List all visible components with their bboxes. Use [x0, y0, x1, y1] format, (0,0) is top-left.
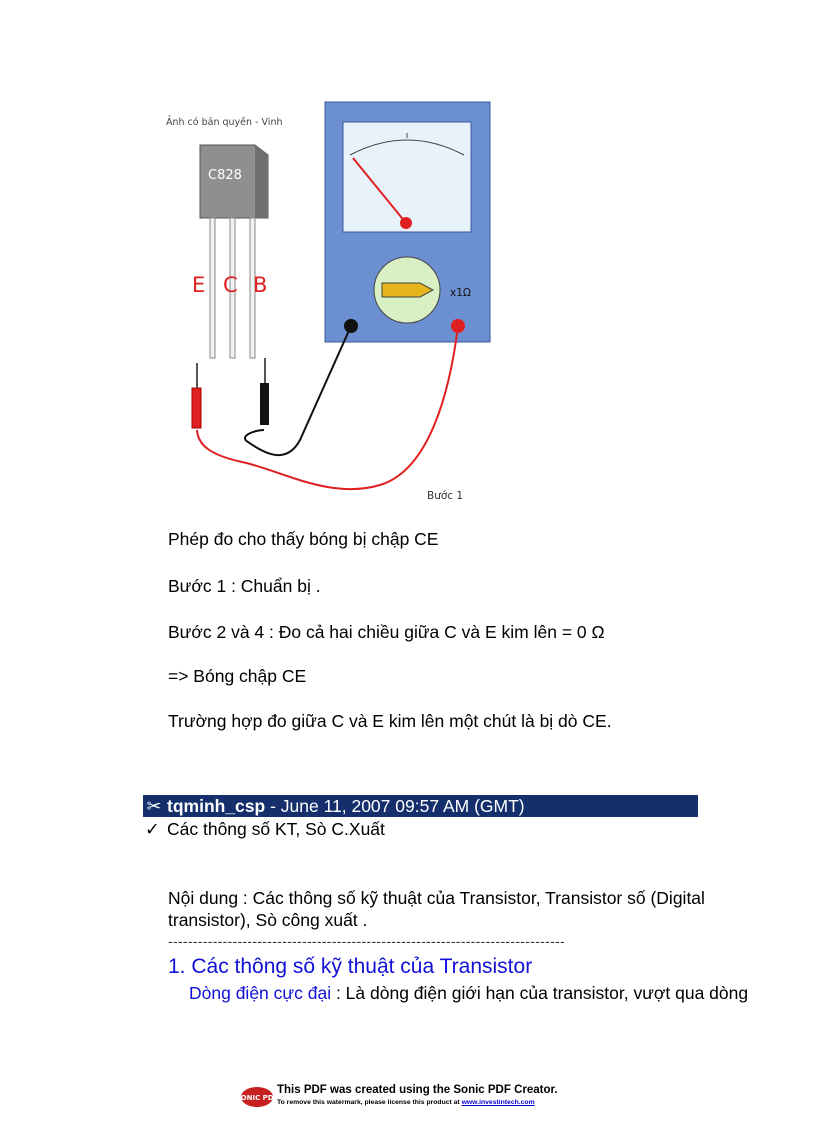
range-label: x1Ω — [450, 287, 471, 299]
pin-c-leg — [229, 217, 236, 359]
needle-pivot — [400, 217, 412, 229]
paragraph-conclusion: => Bóng chập CE — [168, 666, 307, 686]
black-probe — [260, 383, 269, 425]
transistor-model: C828 — [208, 168, 242, 183]
svg-text:SONIC PDF: SONIC PDF — [240, 1094, 274, 1102]
scissors-icon: ✂ — [146, 796, 162, 816]
figure-caption: Bước 1 — [427, 490, 463, 500]
range-selector-pointer — [381, 282, 435, 298]
transistor-side — [255, 145, 268, 218]
meter-needle — [352, 157, 407, 224]
pin-e-label: E — [192, 273, 205, 297]
post-header: ✂tqminh_csp - June 11, 2007 09:57 AM (GM… — [143, 795, 698, 817]
watermark-link[interactable]: www.investintech.com — [461, 1099, 535, 1106]
definition-term: Dòng điện cực đại — [189, 983, 332, 1003]
figure-drawing: Ảnh có bản quyền - Vinh C828 E C B x1Ω B… — [166, 101, 491, 502]
post-subject-line: ✓ Các thông số KT, Sò C.Xuất — [145, 819, 385, 840]
sonic-pdf-logo-icon: SONIC PDF — [240, 1087, 274, 1107]
section-heading: 1. Các thông số kỹ thuật của Transistor — [168, 955, 533, 978]
transistor-measurement-figure: Ảnh có bản quyền - Vinh C828 E C B x1Ω B… — [160, 100, 500, 502]
meter-scale — [349, 139, 465, 156]
paragraph-step-2-4: Bước 2 và 4 : Đo cả hai chiều giữa C và … — [168, 622, 605, 642]
definition-paragraph: Dòng điện cực đại : Là dòng điện giới hạ… — [189, 983, 748, 1004]
post-meta: - June 11, 2007 09:57 AM (GMT) — [265, 796, 525, 816]
pin-c-label: C — [223, 273, 238, 297]
watermark-line-2: To remove this watermark, please license… — [277, 1099, 535, 1106]
definition-text: : Là dòng điện giới hạn của transistor, … — [331, 983, 749, 1003]
paragraph-result: Phép đo cho thấy bóng bị chập CE — [168, 529, 439, 549]
checkmark-icon: ✓ — [145, 819, 160, 839]
pin-b-label: B — [253, 273, 267, 297]
post-subject: Các thông số KT, Sò C.Xuất — [167, 819, 385, 839]
paragraph-step-1: Bước 1 : Chuẩn bị . — [168, 576, 321, 596]
post-username[interactable]: tqminh_csp — [167, 796, 266, 816]
divider-line: ----------------------------------------… — [168, 933, 565, 949]
figure-copyright: Ảnh có bản quyền - Vinh — [166, 116, 283, 128]
red-probe-wire — [196, 325, 459, 491]
paragraph-leak-case: Trường hợp đo giữa C và E kim lên một ch… — [168, 711, 612, 731]
black-probe-wire — [244, 325, 352, 456]
pin-b-leg — [249, 217, 256, 359]
content-summary: Nội dung : Các thông số kỹ thuật của Tra… — [168, 888, 705, 930]
meter-display — [342, 121, 472, 233]
watermark-line-1: This PDF was created using the Sonic PDF… — [277, 1084, 558, 1096]
red-probe — [191, 387, 202, 429]
pin-e-leg — [209, 217, 216, 359]
